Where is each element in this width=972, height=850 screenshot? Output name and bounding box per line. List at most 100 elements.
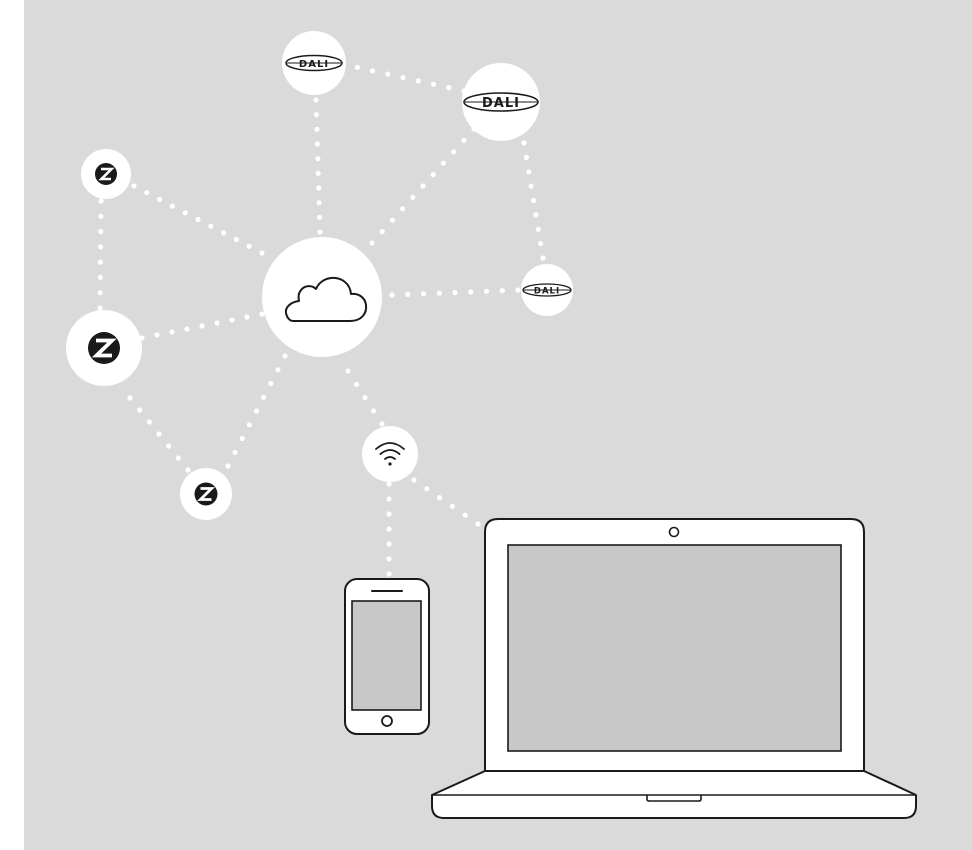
- connector-dot: [436, 290, 442, 296]
- connector-dot: [169, 329, 175, 335]
- dali-node-top-right: DALI: [462, 63, 540, 141]
- connector-dot: [314, 141, 320, 147]
- dali-label: DALI: [299, 59, 329, 70]
- connector-dot: [385, 71, 391, 77]
- connector-dot: [430, 81, 437, 87]
- connector-dot: [354, 64, 360, 70]
- connector-dot: [521, 140, 527, 146]
- connector-dot: [440, 160, 446, 166]
- connector-dot: [169, 203, 175, 209]
- connector-dot: [452, 289, 458, 296]
- connectors: [97, 61, 546, 577]
- dali-label: DALI: [482, 96, 520, 111]
- connector-dot: [156, 431, 162, 437]
- dali-node-top: DALI: [282, 31, 346, 95]
- connector-dot: [386, 571, 392, 577]
- connector-dot: [246, 422, 252, 428]
- connector-dot: [313, 97, 319, 103]
- connector-dot: [232, 449, 238, 455]
- connector-dot: [225, 463, 231, 469]
- connector-dot: [483, 288, 490, 294]
- smartphone: [344, 578, 430, 735]
- connector-dot: [370, 408, 377, 414]
- zigbee-icon: [88, 332, 120, 364]
- connector-dot: [528, 183, 534, 189]
- connector-dot: [282, 353, 288, 359]
- smartphone-home-button: [381, 715, 393, 727]
- dali-label: DALI: [534, 287, 560, 297]
- connector-dot: [420, 183, 426, 189]
- connector-dot: [389, 217, 395, 223]
- connector-dot: [185, 467, 191, 473]
- connector-dot: [345, 368, 351, 374]
- connector-dot: [184, 326, 190, 332]
- connector-dot: [221, 230, 227, 236]
- laptop: [431, 518, 917, 819]
- wifi-node: [362, 426, 418, 482]
- connector-dot: [411, 477, 417, 483]
- connector-dot: [526, 169, 532, 175]
- connector-dot: [449, 503, 455, 509]
- connector-dot: [233, 237, 239, 243]
- dali-logo: DALI: [285, 54, 343, 72]
- connector-dot: [98, 213, 104, 219]
- connector-dot: [259, 250, 265, 256]
- connector-dot: [535, 226, 541, 232]
- connector-dot: [475, 521, 481, 527]
- connector-dot: [315, 170, 321, 176]
- connector-dot: [97, 305, 103, 311]
- connector-dot: [424, 486, 430, 492]
- connector-dot: [420, 291, 427, 297]
- connector-dot: [530, 197, 537, 204]
- connector-dot: [446, 85, 452, 91]
- connector-dot: [515, 287, 521, 293]
- connector-dot: [182, 210, 188, 216]
- connector-dot: [362, 394, 368, 401]
- connector-dot: [208, 223, 214, 229]
- connector-dot: [533, 212, 539, 218]
- connector-dot: [451, 149, 457, 155]
- connector-dot: [389, 292, 395, 298]
- connector-dot: [175, 455, 181, 461]
- connector-dot: [137, 407, 143, 413]
- connector-dot: [405, 291, 411, 297]
- connector-dot: [268, 380, 274, 387]
- connector-dot: [386, 556, 392, 562]
- connector-dot: [437, 495, 443, 501]
- dali-logo: DALI: [463, 92, 539, 112]
- connector-dot: [244, 314, 250, 320]
- connector-dot: [379, 421, 385, 427]
- connector-dot: [316, 200, 322, 206]
- zigbee-node-top: [81, 149, 131, 199]
- connector-dot: [98, 244, 104, 250]
- connector-dot: [386, 481, 392, 487]
- connector-dot: [131, 183, 137, 189]
- connector-dot: [415, 78, 421, 84]
- connector-dot: [127, 395, 133, 401]
- dali-node-right: DALI: [521, 264, 573, 316]
- connector-dot: [538, 241, 544, 247]
- connector-dot: [468, 289, 474, 295]
- cloud-icon: [284, 276, 368, 322]
- connector-dot: [195, 216, 201, 223]
- smartphone-screen: [351, 600, 422, 711]
- connector-dot: [400, 74, 406, 81]
- connector-dot: [369, 68, 376, 74]
- connector-dot: [386, 496, 392, 502]
- connector-dot: [239, 435, 245, 442]
- connector-dot: [97, 290, 103, 296]
- connector-dot: [98, 198, 104, 204]
- connector-dot: [253, 408, 260, 414]
- zigbee-node-left: [66, 310, 142, 386]
- connector-dot: [430, 172, 436, 178]
- connector-dot: [199, 323, 205, 329]
- connector-dot: [275, 367, 281, 373]
- connector-dot: [410, 194, 416, 200]
- laptop-camera: [668, 526, 680, 538]
- connector-dot: [261, 394, 267, 400]
- connector-dot: [499, 288, 505, 294]
- connector-dot: [400, 206, 406, 212]
- zigbee-node-bottom: [180, 468, 232, 520]
